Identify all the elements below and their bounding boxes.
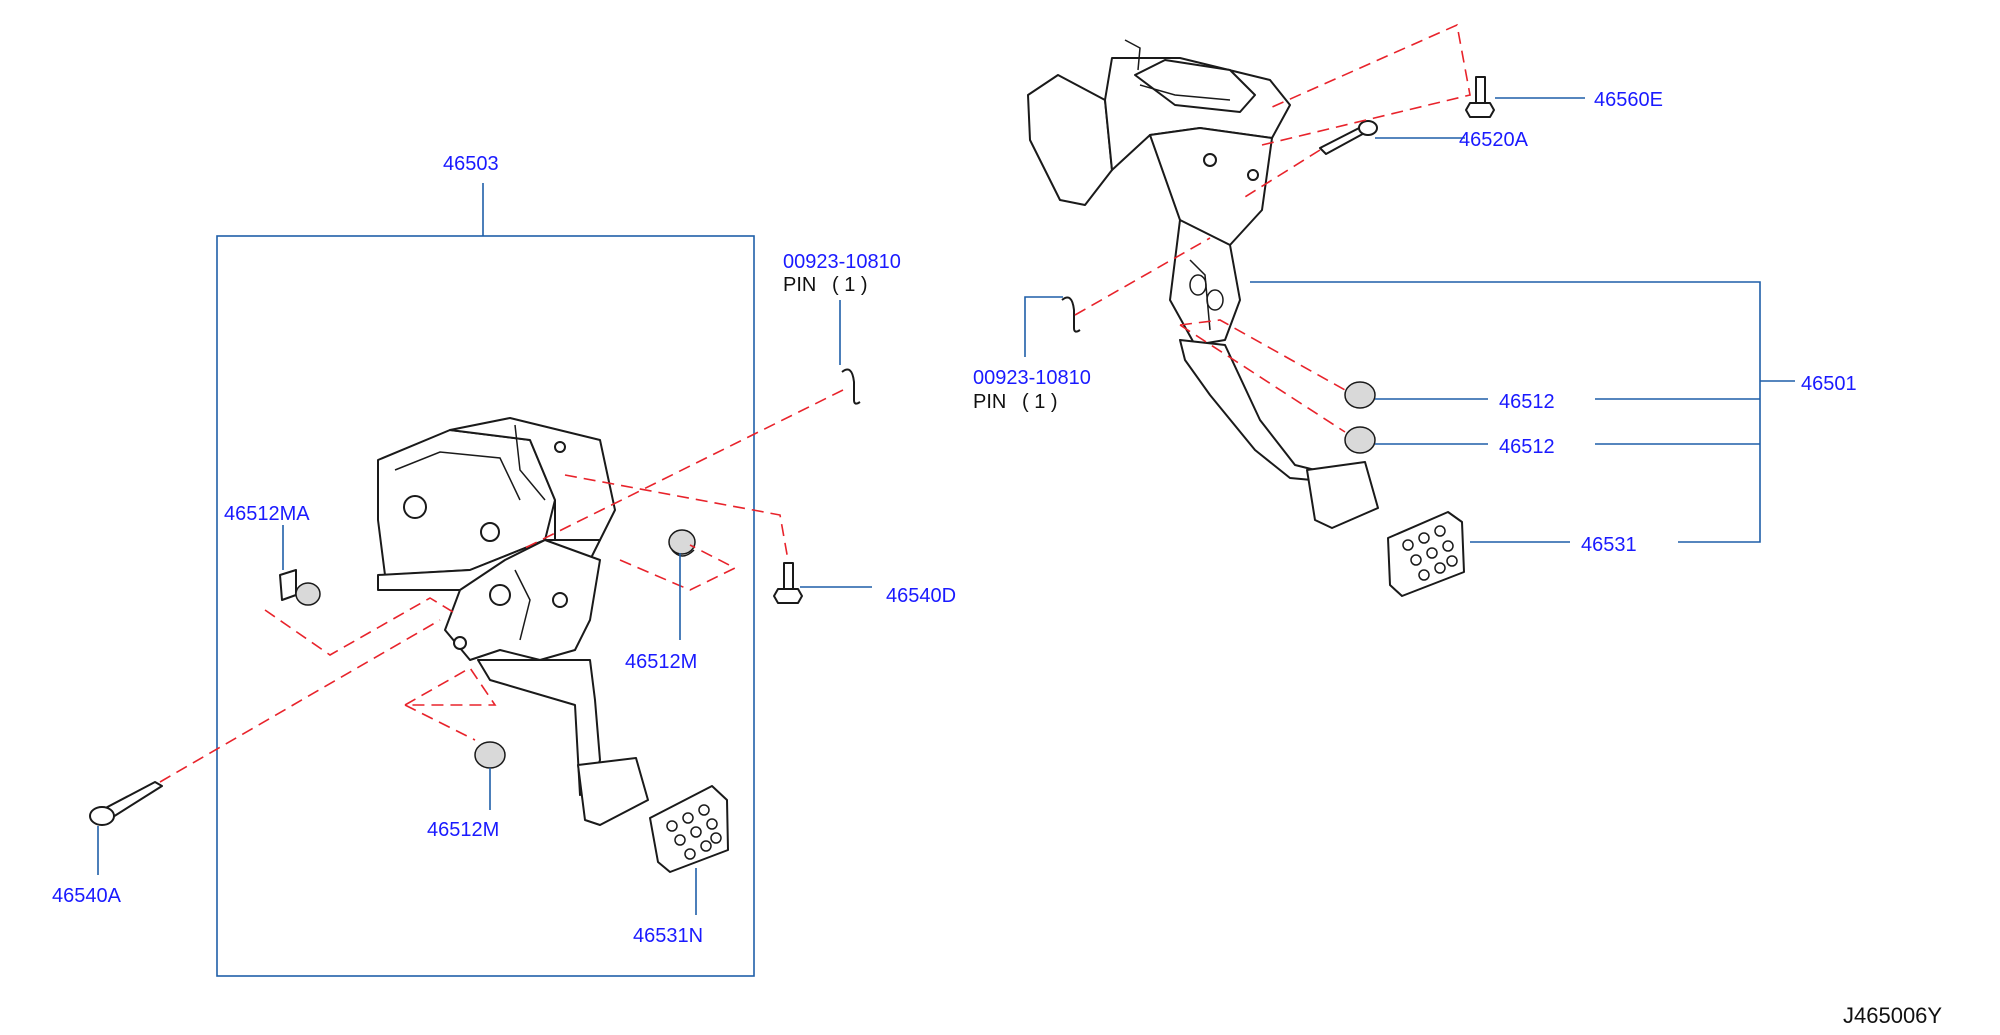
assembly-box-46503	[216, 235, 755, 977]
label-pin-qty-right: ( 1 )	[1022, 391, 1058, 413]
label-46540a: 46540A	[52, 885, 122, 907]
bolt-46540d	[773, 562, 803, 604]
label-46531n: 46531N	[633, 925, 703, 947]
label-pin-name-left: PIN	[783, 274, 816, 296]
pedal-bracket-left	[377, 417, 616, 591]
label-46503: 46503	[443, 153, 499, 175]
stopper-46512-lower	[1344, 426, 1376, 454]
label-46512-upper: 46512	[1499, 391, 1555, 413]
label-46512ma: 46512MA	[224, 503, 310, 525]
stopper-46512m-upper	[668, 529, 696, 557]
bolt-46560e	[1465, 76, 1495, 118]
pedal-pad-46531n	[649, 785, 729, 873]
stopper-46512ma	[279, 569, 321, 606]
bolt-46520a	[1319, 120, 1378, 155]
label-pin-part-left: 00923-10810	[783, 251, 901, 273]
pedal-pad-46531	[1387, 511, 1465, 597]
bolt-46540a	[89, 781, 163, 826]
pin-clip-left	[841, 368, 861, 405]
label-46540d: 46540D	[886, 585, 956, 607]
label-pin-qty-left: ( 1 )	[832, 274, 868, 296]
pin-clip-right	[1061, 296, 1081, 333]
label-46560e: 46560E	[1594, 89, 1663, 111]
label-46501: 46501	[1801, 373, 1857, 395]
stopper-46512-upper	[1344, 381, 1376, 409]
left-assembly	[89, 183, 872, 977]
label-46512m-upper: 46512M	[625, 651, 697, 673]
pedal-bracket-right	[1027, 39, 1291, 251]
label-46512m-lower: 46512M	[427, 819, 499, 841]
right-assembly	[1024, 23, 1795, 597]
pedal-arm-left	[444, 539, 649, 826]
label-46531: 46531	[1581, 534, 1637, 556]
label-46512-lower: 46512	[1499, 436, 1555, 458]
label-46520a: 46520A	[1459, 129, 1529, 151]
label-pin-part-right: 00923-10810	[973, 367, 1091, 389]
label-pin-name-right: PIN	[973, 391, 1006, 413]
diagram-code: J465006Y	[1843, 1003, 1942, 1028]
pedal-arm-right	[1169, 219, 1379, 529]
stopper-46512m-lower	[474, 741, 506, 769]
